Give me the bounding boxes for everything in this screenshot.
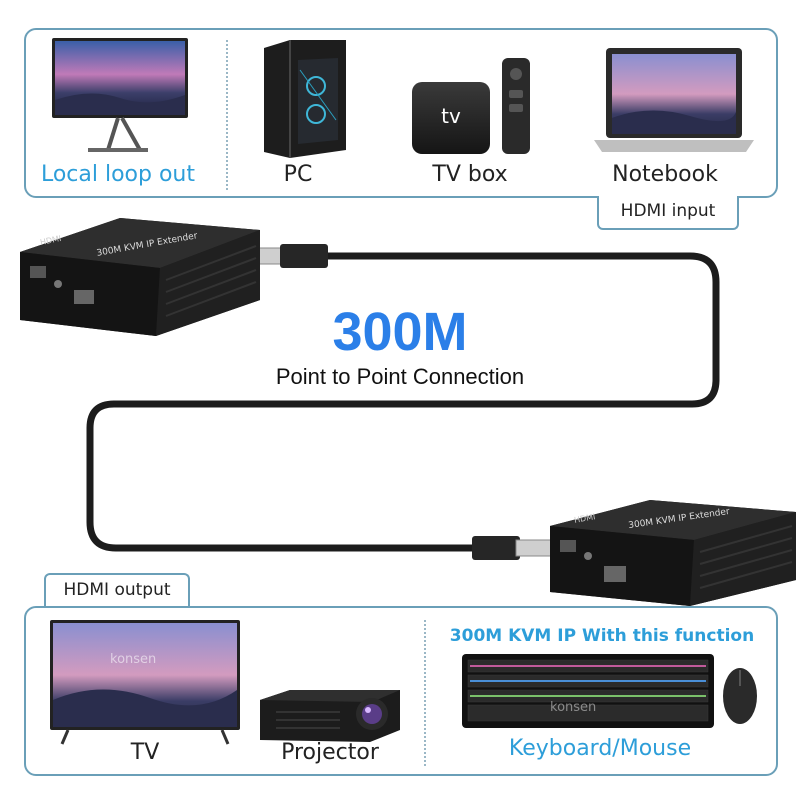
device-label-tv: TV — [130, 740, 160, 765]
device-label-local-loop-out: Local loop out — [40, 162, 196, 187]
device-label-keyboard-mouse: Keyboard/Mouse — [508, 736, 692, 761]
hdmi-output-tag: HDMI output — [44, 573, 190, 607]
kvm-function-note: 300M KVM IP With this function — [449, 626, 755, 646]
divider — [226, 40, 228, 190]
device-label-tv-box: TV box — [432, 162, 508, 187]
tv-watermark: konsen — [110, 652, 157, 667]
connection-distance: 300M — [332, 302, 468, 362]
hdmi-input-tag: HDMI input — [597, 196, 739, 230]
device-label-projector: Projector — [281, 740, 379, 765]
device-label-notebook: Notebook — [612, 162, 718, 187]
device-label-pc: PC — [283, 162, 313, 187]
connection-caption: Point to Point Connection — [275, 364, 525, 389]
keyboard-watermark: konsen — [550, 700, 597, 715]
tv-box-logo: tv — [441, 104, 461, 128]
divider — [424, 620, 426, 766]
